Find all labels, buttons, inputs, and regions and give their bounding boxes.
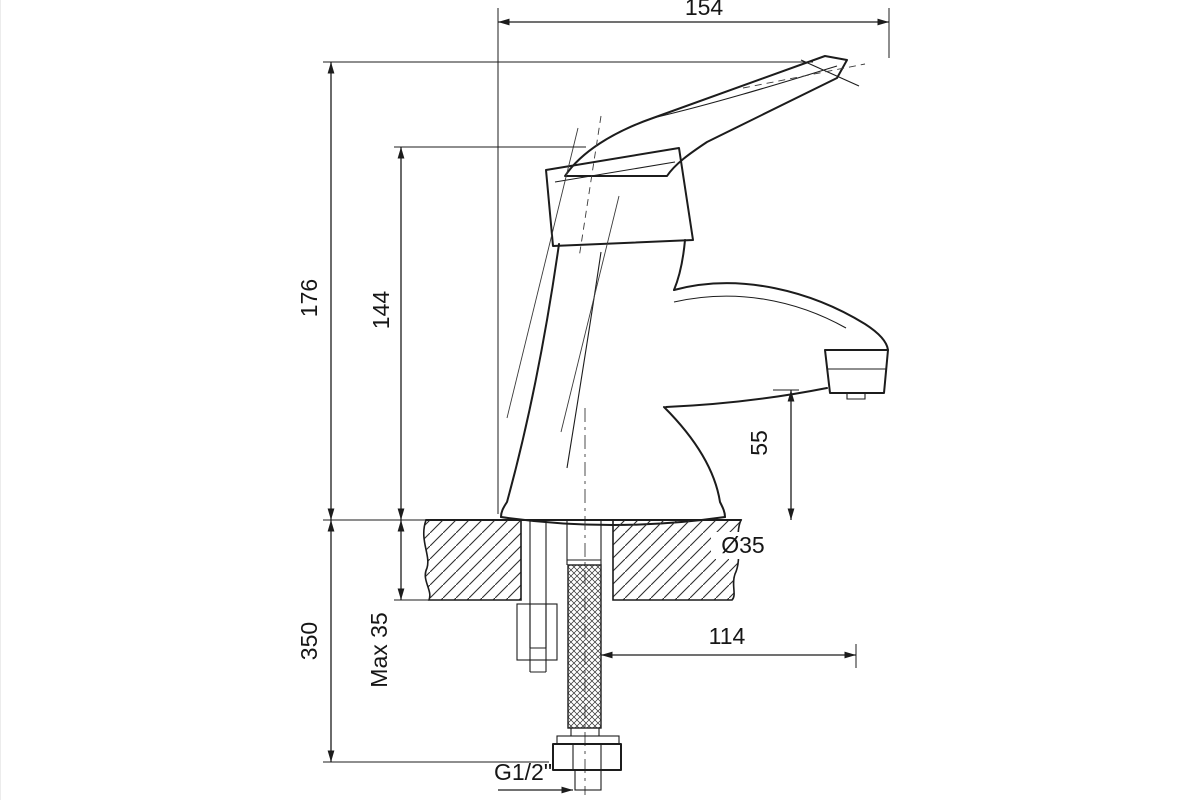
- aerator: [824, 349, 889, 400]
- dim-154-label: 154: [685, 0, 724, 20]
- dim-hole: Ø35: [711, 532, 775, 559]
- dim-350-label: 350: [296, 622, 322, 660]
- flexible-hose: [566, 520, 602, 737]
- lever-handle: [564, 55, 866, 177]
- faucet-outline: [500, 55, 889, 795]
- counter-hatch-left: [422, 519, 522, 601]
- dim-thread: G1/2": [494, 759, 573, 794]
- dim-176-label: 176: [296, 279, 322, 317]
- dim-hole-label: Ø35: [721, 532, 764, 558]
- dim-114: 114: [601, 623, 857, 668]
- dim-176: 176: [296, 61, 813, 520]
- dim-114-label: 114: [709, 623, 746, 649]
- dim-55-label: 55: [746, 430, 772, 456]
- hex-connector: [552, 735, 622, 791]
- dim-154: 154: [497, 0, 890, 514]
- dim-max35-label: Max 35: [366, 612, 392, 687]
- under-counter-hardware: [516, 520, 622, 791]
- mounting-stud: [516, 520, 558, 673]
- dim-144-label: 144: [368, 291, 394, 330]
- spout: [665, 282, 889, 408]
- cartridge-housing: [545, 115, 694, 259]
- faucet-body: [500, 127, 726, 526]
- dim-55: 55: [746, 389, 799, 520]
- counter-hatch-right: [612, 519, 743, 601]
- dim-thread-label: G1/2": [494, 759, 552, 785]
- counter-section: [323, 519, 743, 601]
- dim-350: 350: [296, 520, 549, 763]
- dimension-lines: 154 176 144 55 Ø35 114: [296, 0, 890, 794]
- dim-max35: Max 35: [366, 520, 429, 688]
- dim-144: 144: [368, 146, 586, 520]
